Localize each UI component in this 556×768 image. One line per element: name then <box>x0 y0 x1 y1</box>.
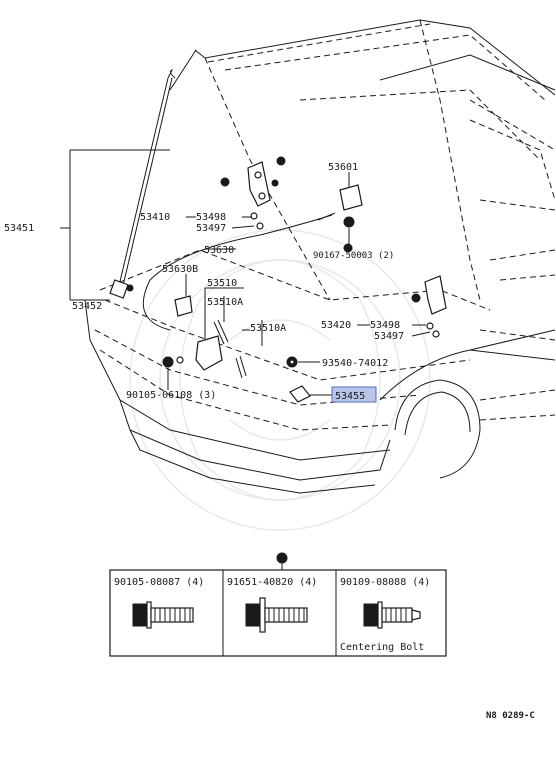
hood-lock-bracket <box>339 184 363 253</box>
label-53497-left: 53497 <box>196 223 226 234</box>
bolt-1-part: 90105-08087 (4) <box>114 577 204 588</box>
hood-bumper-and-striker <box>286 356 311 403</box>
watermark-emblem <box>129 229 431 531</box>
centering-bolt-icon <box>363 601 421 629</box>
label-53452: 53452 <box>72 301 102 312</box>
bolt-3-caption: Centering Bolt <box>340 642 424 653</box>
hood-hinge-right <box>411 275 447 338</box>
bolt-2-part: 91651-40820 (4) <box>227 577 317 588</box>
label-93540-74012: 93540-74012 <box>322 358 388 369</box>
label-53420: 53420 <box>321 320 351 331</box>
figure-code: N8 0289-C <box>486 711 535 721</box>
highlight-53455 <box>331 386 377 403</box>
marker-dot <box>276 552 288 564</box>
label-53630b: 53630B <box>162 264 198 275</box>
label-53497-right: 53497 <box>374 331 404 342</box>
label-53510: 53510 <box>207 278 237 289</box>
release-cable <box>142 212 336 331</box>
flange-bolt-icon <box>132 601 194 629</box>
callouts: 53451 53452 53410 53498 53497 53630 5363… <box>4 149 431 403</box>
bolt-reference-table: 90105-08087 (4) 91651-40820 (4) 90109-08… <box>109 552 447 657</box>
label-53498-right: 53498 <box>370 320 400 331</box>
label-90105-06108: 90105-06108 (3) <box>126 390 216 401</box>
label-53498-left: 53498 <box>196 212 226 223</box>
washer-bolt-icon <box>245 597 308 633</box>
label-53410: 53410 <box>140 212 170 223</box>
label-53510a-lower: 53510A <box>250 323 286 334</box>
bolt-3-part: 90109-08088 (4) <box>340 577 430 588</box>
hood-lock-assembly <box>162 295 247 379</box>
label-53601: 53601 <box>328 162 358 173</box>
label-53451: 53451 <box>4 223 34 234</box>
hood-support-rod <box>109 68 176 299</box>
label-53510a-upper: 53510A <box>207 297 243 308</box>
label-90167-50003: 90167-50003 (2) <box>313 251 394 261</box>
label-53455: 53455 <box>335 391 365 402</box>
hood-hinge-left <box>220 156 286 230</box>
label-53630: 53630 <box>204 245 234 256</box>
vehicle-outline <box>84 19 556 494</box>
